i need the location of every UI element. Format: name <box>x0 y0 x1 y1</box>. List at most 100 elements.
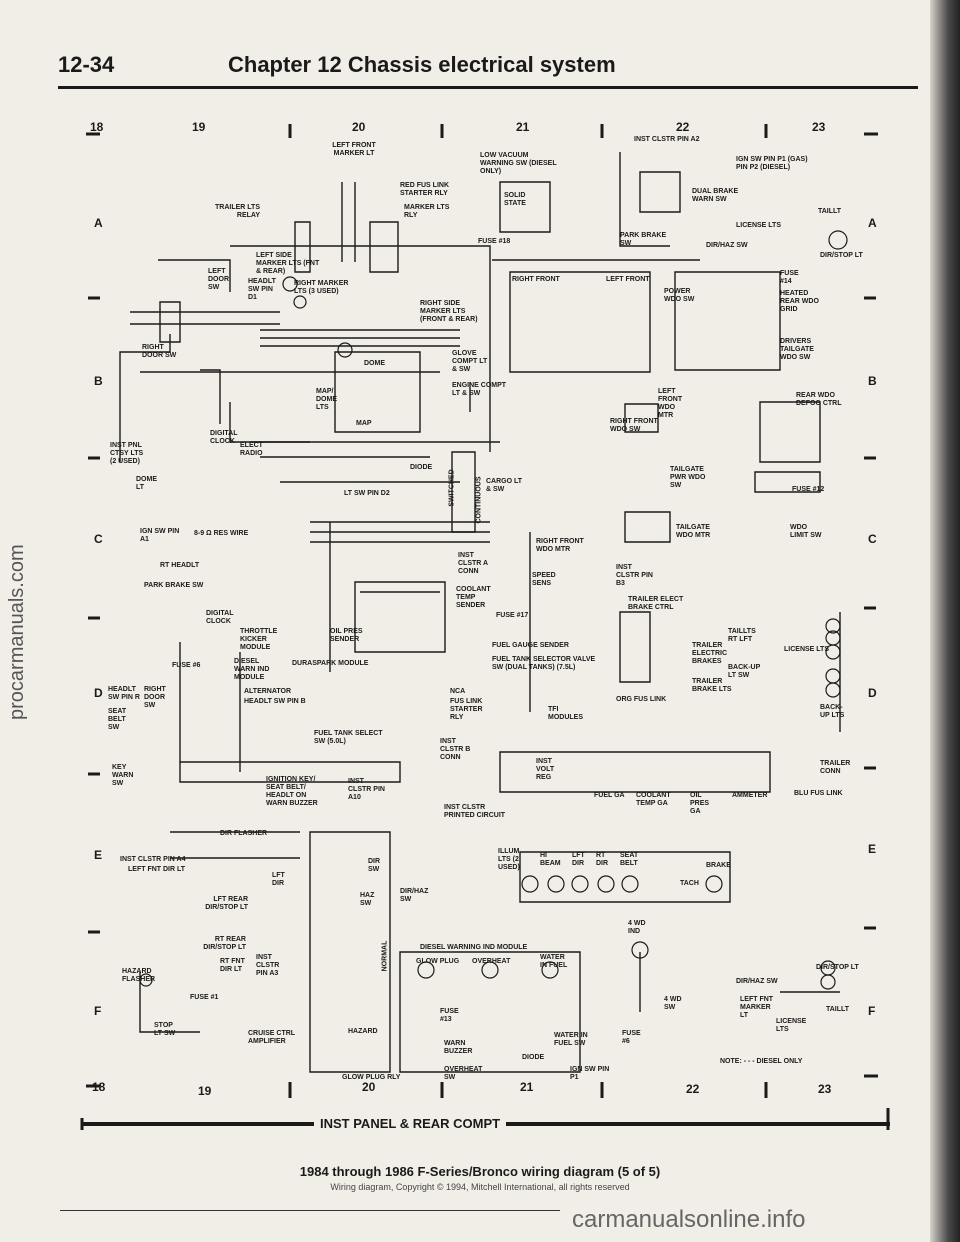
component-label: TAILGATE WDO MTR <box>676 524 711 539</box>
component-label: RED FUS LINK STARTER RLY <box>400 182 449 197</box>
component-label: FUSE #14 <box>780 270 799 285</box>
component-label: POWER WDO SW <box>664 288 695 303</box>
component-label: ALTERNATOR <box>244 688 292 695</box>
component-label: IGN SW PIN A1 <box>140 528 180 543</box>
grid-col-top: 19 <box>192 120 206 134</box>
component-label: DIR/HAZ SW <box>706 242 748 249</box>
component-label: INST CLSTR B CONN <box>440 738 471 761</box>
component-label: HEADLT SW PIN R <box>108 686 140 701</box>
component-label: INST PNL CTSY LTS (2 USED) <box>110 442 144 465</box>
wiring-diagram: 18 19 20 21 22 23 18 19 20 21 22 23 A B … <box>80 112 890 1142</box>
component-label: TAILLT <box>818 208 842 215</box>
component-label: DIR/STOP LT <box>816 964 859 971</box>
component-label: HEADLT SW PIN D1 <box>248 278 276 301</box>
component-label: DIESEL WARNING IND MODULE <box>420 944 528 951</box>
grid-col-top: 20 <box>352 120 366 134</box>
component-label: INST CLSTR PIN A10 <box>348 778 385 801</box>
component-label: HEADLT SW PIN B <box>244 698 306 705</box>
component-label: INST CLSTR PIN B3 <box>616 564 653 587</box>
grid-row-right: E <box>868 842 877 856</box>
component-label: BACK-UP LTS <box>820 704 845 719</box>
grid-ticks <box>86 124 878 1098</box>
grid-row-right: C <box>868 532 877 546</box>
component-label: FUSE #12 <box>792 486 825 493</box>
component-label: GLOW PLUG <box>416 958 460 965</box>
component-label: FUEL TANK SELECT SW (5.0L) <box>314 730 383 745</box>
component-label: STOP LT SW <box>154 1022 176 1037</box>
grid-row-left: D <box>94 686 103 700</box>
grid-col-bottom: 20 <box>362 1080 376 1094</box>
component-label: DOME LT <box>136 476 157 491</box>
grid-col-bottom: 22 <box>686 1082 700 1096</box>
component-label: BLU FUS LINK <box>794 790 843 797</box>
component-label: SPEED SENS <box>532 572 556 587</box>
component-label: FUEL GA <box>594 792 625 799</box>
component-label: INST VOLT REG <box>536 758 555 781</box>
component-label: COOLANT TEMP SENDER <box>456 586 491 609</box>
component-label: GLOVE COMPT LT & SW <box>452 350 488 373</box>
component-label: WDO LIMIT SW <box>790 524 822 539</box>
component-label: 8-9 Ω RES WIRE <box>194 530 249 537</box>
component-label: TAILGATE PWR WDO SW <box>670 466 706 489</box>
component-label: DIODE <box>410 464 433 471</box>
component-label: IGN SW PIN P1 (GAS) PIN P2 (DIESEL) <box>736 156 808 171</box>
component-label: LFT DIR <box>572 852 585 867</box>
component-label: DIR FLASHER <box>220 830 268 837</box>
component-label: PARK BRAKE SW <box>620 232 667 247</box>
component-label: RIGHT DOOR SW <box>142 344 177 359</box>
side-watermark: procarmanuals.com <box>6 544 28 720</box>
component-label: RIGHT DOOR SW <box>144 686 166 709</box>
component-label: FUEL GAUGE SENDER <box>492 642 569 649</box>
component-label: WATER IN FUEL <box>540 954 568 969</box>
component-label: LT SW PIN D2 <box>344 490 390 497</box>
grid-col-top: 23 <box>812 120 826 134</box>
component-label: RT FNT DIR LT <box>220 958 245 973</box>
component-label: RT HEADLT <box>160 562 200 569</box>
component-label: LFT REAR DIR/STOP LT <box>205 896 248 911</box>
component-label: TACH <box>680 880 699 887</box>
grid-col-top: 21 <box>516 120 530 134</box>
component-label: NCA <box>450 688 466 695</box>
component-label: DRIVERS TAILGATE WDO SW <box>780 338 814 361</box>
component-label: GLOW PLUG RLY <box>342 1074 401 1081</box>
component-label: TRAILER BRAKE LTS <box>692 678 732 693</box>
component-label: LEFT FNT MARKER LT <box>740 996 774 1019</box>
grid-col-bottom: 21 <box>520 1080 534 1094</box>
component-label: HI BEAM <box>540 852 561 867</box>
component-label: TFI MODULES <box>548 706 583 721</box>
component-label: INST CLSTR PIN A3 <box>256 954 280 977</box>
component-label: INST CLSTR PRINTED CIRCUIT <box>444 804 506 819</box>
grid-row-left: A <box>94 216 103 230</box>
component-label: TRAILER LTS RELAY <box>215 204 260 219</box>
component-label: TAILLTS RT LFT <box>728 628 756 643</box>
component-label: 4 WD SW <box>664 996 682 1011</box>
component-label: PARK BRAKE SW <box>144 582 204 589</box>
component-label: RT REAR DIR/STOP LT <box>203 936 246 951</box>
grid-col-top: 18 <box>90 120 104 134</box>
component-label: LICENSE LTS <box>736 222 781 229</box>
component-label: DIGITAL CLOCK <box>206 610 234 625</box>
component-label: REAR WDO DEFOG CTRL <box>796 392 842 407</box>
component-label: KEY WARN SW <box>112 764 134 787</box>
component-label: TRAILER ELECTRIC BRAKES <box>692 642 727 665</box>
component-label: TRAILER ELECT BRAKE CTRL <box>628 596 684 611</box>
component-label: DOME <box>364 360 385 367</box>
component-label: SEAT BELT <box>620 852 639 867</box>
component-label: DIR SW <box>368 858 381 873</box>
section-banner: INST PANEL & REAR COMPT <box>314 1116 507 1131</box>
component-label: SEAT BELT SW <box>108 708 127 731</box>
component-label: RIGHT FRONT WDO MTR <box>536 538 584 553</box>
component-label: HAZARD FLASHER <box>122 968 156 983</box>
grid-row-right: F <box>868 1004 876 1018</box>
grid-row-right: B <box>868 374 877 388</box>
component-label: IGNITION KEY/ SEAT BELT/ HEADLT ON WARN … <box>266 776 318 807</box>
component-label: HAZARD <box>348 1028 378 1035</box>
component-label: RIGHT SIDE MARKER LTS (FRONT & REAR) <box>420 300 478 323</box>
component-label: CONTINUOUS <box>475 476 483 524</box>
component-label: LOW VACUUM WARNING SW (DIESEL ONLY) <box>480 152 557 175</box>
component-label: DIODE <box>522 1054 545 1061</box>
component-label: HEATED REAR WDO GRID <box>780 290 819 313</box>
component-label: DIGITAL CLOCK <box>210 430 238 445</box>
grid-col-bottom: 23 <box>818 1082 832 1096</box>
component-label: FUSE #1 <box>190 994 219 1001</box>
